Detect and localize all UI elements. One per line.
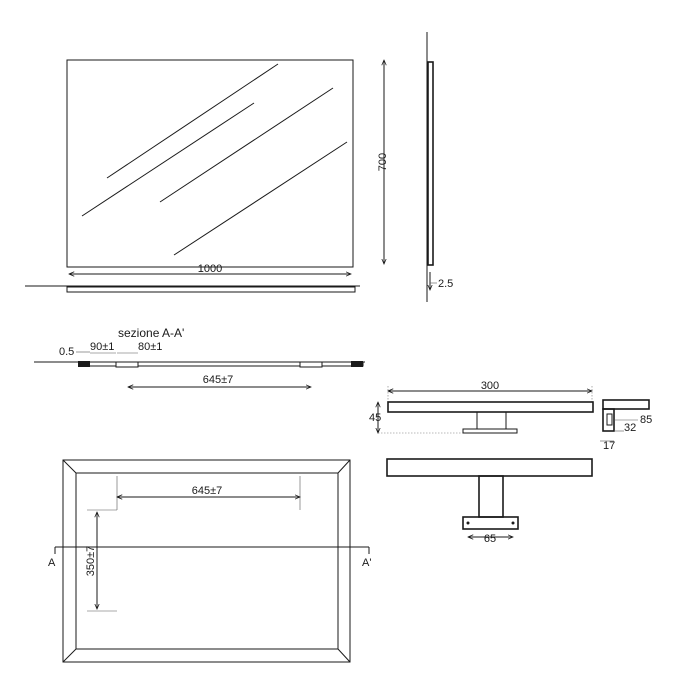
frame-inner — [75, 472, 339, 650]
reflection-line-4 — [173, 141, 348, 256]
reflection-line-1 — [106, 63, 279, 179]
section-645-label: 645±7 — [203, 374, 234, 386]
side-view: 700 2.5 — [377, 32, 453, 302]
back-645-label: 645±7 — [192, 485, 223, 497]
lamp-bar-top — [387, 401, 594, 413]
frame-corner-bl — [62, 648, 77, 663]
lamp-17-label: 17 — [603, 440, 615, 452]
side-view-panel — [427, 61, 434, 266]
lamp-65-label: 65 — [484, 533, 496, 545]
offset-label: 0.5 — [59, 346, 74, 358]
section-title: sezione A-A' — [118, 326, 184, 340]
bracket-right — [299, 361, 323, 368]
mirror-front-outline — [66, 59, 354, 268]
height-dimension-label: 700 — [377, 153, 389, 171]
frame-corner-tr — [337, 459, 351, 474]
lamp-side-view: 85 32 17 — [600, 399, 652, 452]
frame-outer — [62, 459, 351, 663]
section-end-right — [351, 361, 363, 367]
front-view: 1000 — [25, 59, 360, 293]
reflection-line-3 — [159, 87, 334, 203]
plan-view-body — [66, 286, 356, 293]
section-mark-left: A — [48, 557, 56, 569]
lamp-stem-front — [478, 475, 504, 518]
reflection-line-2 — [81, 102, 255, 217]
frame-corner-tl — [62, 459, 77, 474]
frame-corner-br — [337, 648, 351, 663]
width-dimension-label: 1000 — [198, 263, 222, 275]
lamp-32-label: 32 — [624, 422, 636, 434]
spacing-80-label: 80±1 — [138, 341, 162, 353]
lamp-height-label: 45 — [369, 412, 381, 424]
lamp-top-view: 300 45 — [369, 380, 594, 434]
spacing-90-label: 90±1 — [90, 341, 114, 353]
lamp-bar-front — [386, 458, 593, 477]
lamp-85-label: 85 — [640, 414, 652, 426]
section-view: sezione A-A' 0.5 90±1 80±1 645±7 — [34, 326, 365, 387]
lamp-base-top — [462, 428, 518, 434]
section-mark-right: A' — [362, 557, 371, 569]
lamp-front-view: 65 — [386, 458, 593, 545]
bracket-left — [115, 361, 139, 368]
lamp-base-front — [462, 516, 519, 530]
lamp-side-cap — [602, 399, 650, 410]
depth-dimension-label: 2.5 — [438, 278, 453, 290]
back-view: 645±7 350±7 A A' — [48, 459, 371, 663]
section-end-left — [78, 361, 90, 367]
lamp-width-label: 300 — [481, 380, 499, 392]
lamp-screw-left — [466, 521, 470, 525]
lamp-screw-right — [511, 521, 515, 525]
lamp-side-inner — [606, 413, 613, 426]
back-350-label: 350±7 — [85, 546, 97, 577]
